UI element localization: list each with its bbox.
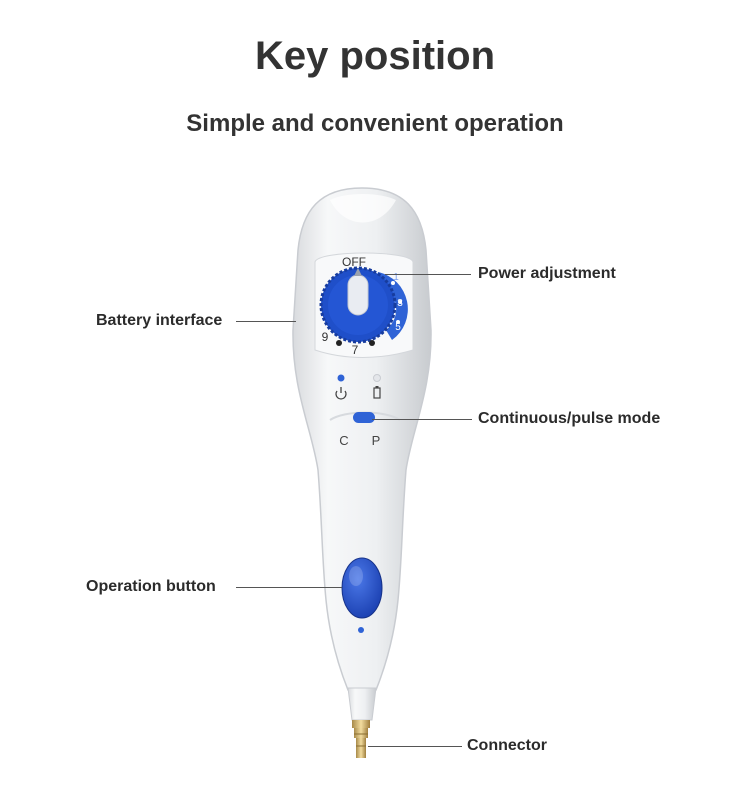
dial-pointer-icon <box>354 268 362 276</box>
scale-dot-5 <box>396 320 400 324</box>
operation-button-label: Operation button <box>86 578 216 595</box>
switch-label-p: P <box>372 433 381 448</box>
connector-line <box>368 746 462 747</box>
operation-led <box>358 627 364 633</box>
scale-dot-3 <box>398 300 402 304</box>
dial-number-3: 3 <box>397 298 403 309</box>
pen-nozzle <box>347 687 377 721</box>
battery-led <box>373 374 381 382</box>
battery-interface-line <box>236 321 296 322</box>
dial-dot-left <box>336 340 342 346</box>
battery-interface-label: Battery interface <box>96 312 223 329</box>
mode-switch-slider[interactable] <box>353 412 375 423</box>
connector-label: Connector <box>467 737 547 754</box>
operation-button[interactable] <box>341 557 383 619</box>
continuous-pulse-mode-label: Continuous/pulse mode <box>478 410 661 427</box>
switch-label-c: C <box>339 433 348 448</box>
power-adjustment-line <box>385 274 471 275</box>
scale-dot-1 <box>391 281 395 285</box>
power-scale-arc <box>376 272 408 340</box>
dial-number-7: 7 <box>352 343 359 357</box>
connector-tip-mid <box>354 728 368 738</box>
dial-dot-right <box>369 340 375 346</box>
dial-number-5: 5 <box>395 322 401 333</box>
operation-button-shine <box>349 566 363 586</box>
power-dial-grip <box>347 274 369 316</box>
page-subtitle: Simple and convenient operation <box>186 110 564 137</box>
continuous-pulse-mode-line <box>372 419 472 420</box>
operation-button-line <box>236 587 342 588</box>
connector-tip-end <box>356 738 366 758</box>
connector-tip <box>352 720 370 728</box>
power-led <box>337 374 345 382</box>
power-icon <box>335 387 347 400</box>
battery-icon <box>373 386 381 399</box>
page-title: Key position <box>254 34 496 78</box>
dial-number-1: 1 <box>393 272 399 283</box>
dial-number-9: 9 <box>322 330 329 344</box>
power-adjustment-label: Power adjustment <box>478 265 616 282</box>
pen-top-highlight <box>330 194 396 223</box>
dial-off-label: OFF <box>342 255 366 269</box>
